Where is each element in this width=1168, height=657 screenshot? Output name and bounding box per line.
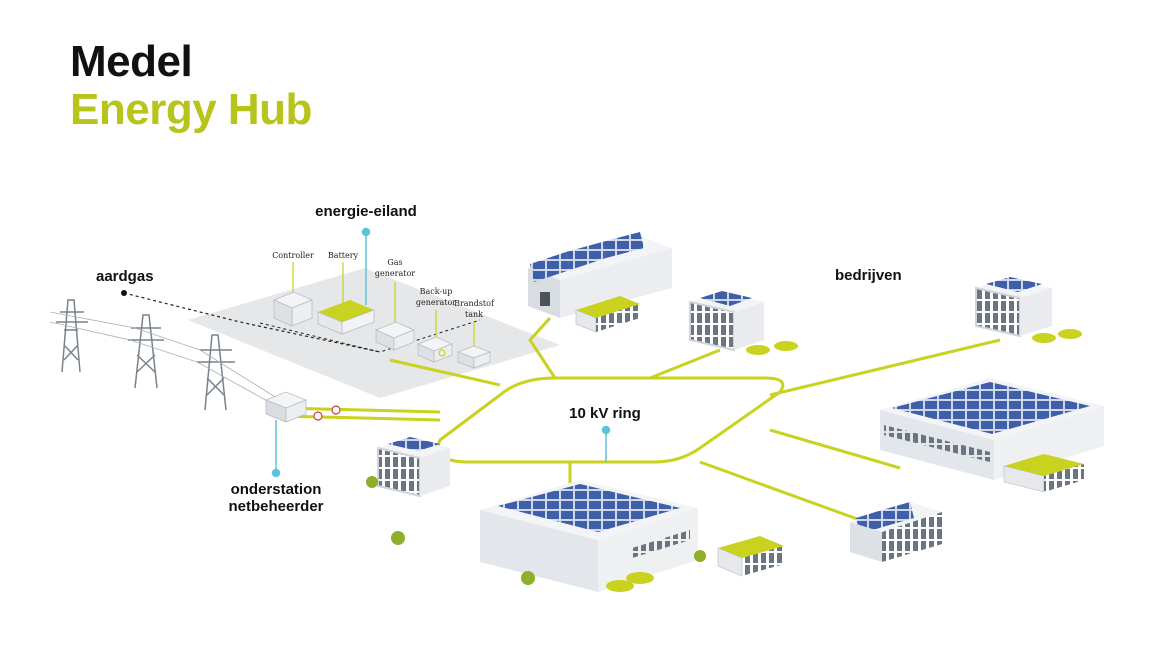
office-left xyxy=(366,437,450,498)
energie-eiland-platform xyxy=(188,268,560,398)
label-tank-line1: Brandstof xyxy=(454,299,495,308)
island-gas-generator xyxy=(374,321,416,351)
label-gas-line1: Gas xyxy=(387,258,402,267)
island-fuel-tank xyxy=(456,345,492,369)
component-leader-lines xyxy=(292,262,475,346)
warehouse-bottom xyxy=(391,480,784,592)
label-onderstation-line1: onderstation xyxy=(231,481,322,498)
label-onderstation-line2: netbeheerder xyxy=(228,498,323,515)
factory-topleft xyxy=(528,232,672,333)
cable-factory-large xyxy=(769,428,901,470)
cable-substation-2 xyxy=(279,414,441,422)
island-battery xyxy=(317,300,375,335)
pylon xyxy=(128,314,164,389)
label-aardgas: aardgas xyxy=(96,268,154,285)
factory-small-right xyxy=(850,502,942,562)
label-battery: Battery xyxy=(328,251,359,260)
factory-large-right xyxy=(880,378,1104,493)
label-pins xyxy=(271,227,611,478)
cable-factory-topleft xyxy=(528,316,557,379)
label-backup-line1: Back-up xyxy=(420,287,453,296)
cable-office-top xyxy=(649,348,721,380)
label-energie-eiland: energie-eiland xyxy=(315,203,417,220)
label-controller: Controller xyxy=(272,251,314,260)
island-backup-generator xyxy=(416,336,454,363)
cable-office-right xyxy=(769,338,1001,397)
ring-10kv xyxy=(436,376,785,464)
diagram-labels: energie-eiland aardgas bedrijven 10 kV r… xyxy=(96,203,902,515)
cable-substation xyxy=(279,406,441,414)
power-pylons xyxy=(49,299,281,411)
title-energy-hub: Energy Hub xyxy=(70,85,312,134)
label-tank-line2: tank xyxy=(465,310,483,319)
label-backup-line2: generator xyxy=(416,298,456,307)
label-ring: 10 kV ring xyxy=(569,405,641,422)
label-bedrijven: bedrijven xyxy=(835,267,902,284)
office-top xyxy=(689,291,798,355)
pylon xyxy=(197,334,235,411)
label-gas-line2: generator xyxy=(375,269,415,278)
substation xyxy=(264,391,341,423)
office-right xyxy=(975,277,1082,343)
title-medel: Medel xyxy=(70,37,193,86)
pylon xyxy=(56,299,88,373)
cable-factory-small xyxy=(699,460,861,522)
island-controller xyxy=(272,291,314,327)
aardgas-pipe xyxy=(121,290,381,353)
cable-island xyxy=(389,358,501,387)
